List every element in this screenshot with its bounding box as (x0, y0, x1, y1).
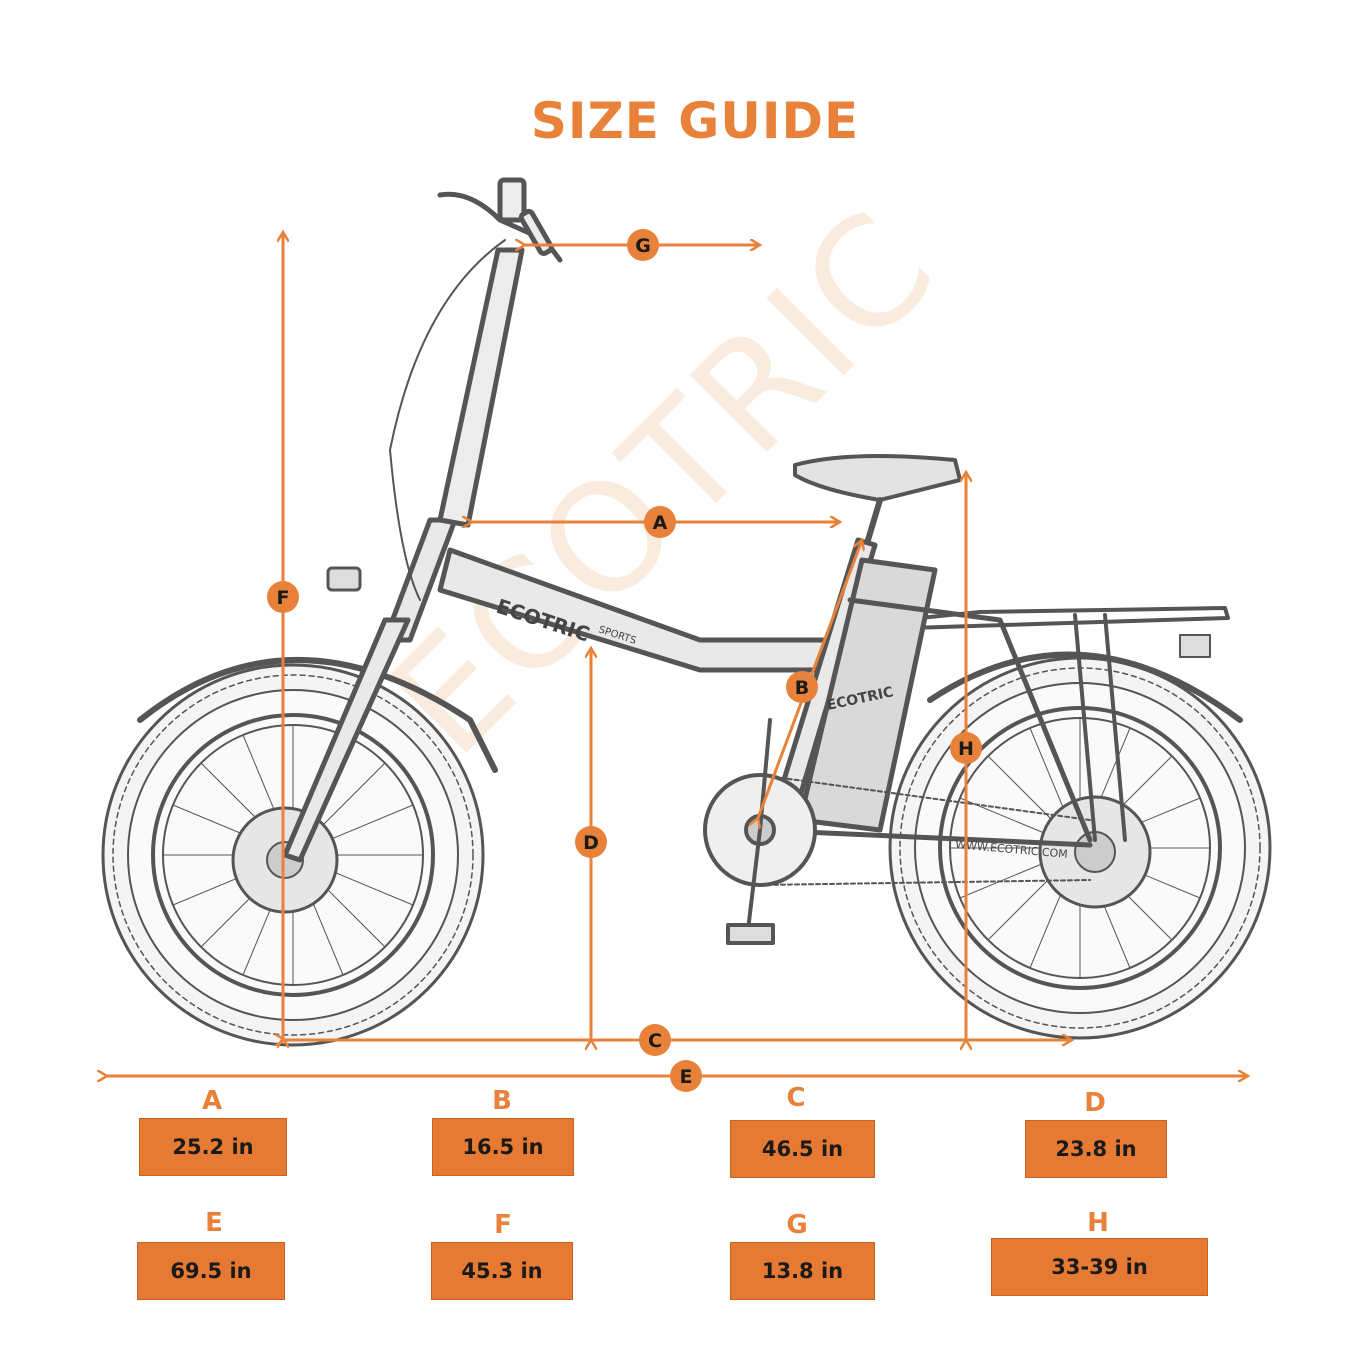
headlight (326, 566, 362, 592)
marker-e: E (670, 1060, 702, 1092)
label-g: G (786, 1210, 808, 1240)
marker-a: A (644, 506, 676, 538)
marker-b: B (786, 671, 818, 703)
value-g: 13.8 in (730, 1242, 875, 1300)
marker-h: H (950, 732, 982, 764)
front-fender (137, 657, 498, 773)
svg-text:D: D (583, 832, 599, 854)
page-title: SIZE GUIDE (530, 92, 860, 150)
svg-text:H: H (958, 738, 974, 760)
label-h: H (1087, 1208, 1109, 1238)
svg-text:A: A (653, 512, 668, 534)
svg-text:C: C (648, 1030, 662, 1052)
marker-c: C (639, 1024, 671, 1056)
marker-f: F (267, 581, 299, 613)
value-f: 45.3 in (431, 1242, 573, 1300)
saddle (793, 454, 962, 543)
svg-text:G: G (635, 235, 651, 257)
label-c: C (786, 1083, 806, 1113)
value-e: 69.5 in (137, 1242, 285, 1300)
label-b: B (492, 1086, 512, 1116)
value-d: 23.8 in (1025, 1120, 1167, 1178)
rear-wheel (888, 656, 1272, 1040)
label-e: E (205, 1208, 223, 1238)
svg-text:F: F (277, 587, 290, 609)
svg-text:B: B (795, 677, 809, 699)
label-f: F (494, 1210, 512, 1240)
value-c: 46.5 in (730, 1120, 875, 1178)
value-h: 33-39 in (991, 1238, 1208, 1296)
handlebar-stem (389, 177, 563, 601)
label-a: A (201, 1086, 223, 1116)
marker-g: G (627, 229, 659, 261)
label-d: D (1084, 1088, 1106, 1118)
svg-text:E: E (680, 1066, 693, 1088)
value-a: 25.2 in (139, 1118, 287, 1176)
marker-d: D (575, 826, 607, 858)
value-b: 16.5 in (432, 1118, 574, 1176)
